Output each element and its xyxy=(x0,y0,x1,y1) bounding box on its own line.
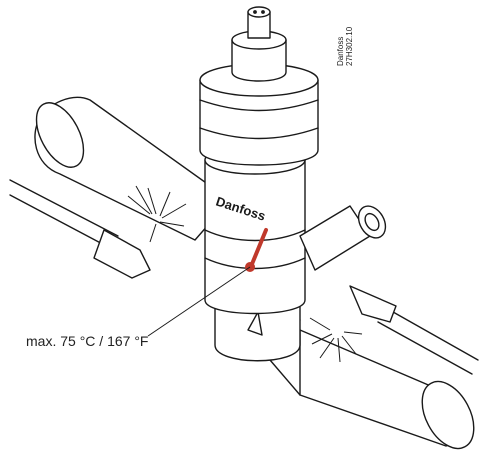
brazing-torch-right xyxy=(349,285,479,375)
flame-rays-left xyxy=(127,185,187,243)
top-connector xyxy=(231,6,287,82)
brazing-torch-left xyxy=(9,179,151,279)
manufacturer-code: Danfoss xyxy=(336,36,345,66)
temperature-leader-line xyxy=(147,266,251,337)
drawing-reference-label: Danfoss 27H302.10 xyxy=(336,0,354,66)
valve-main-body xyxy=(204,145,306,315)
side-port xyxy=(299,205,387,271)
flame-rays-right xyxy=(309,317,363,363)
drawing-code: 27H302.10 xyxy=(345,26,354,66)
inlet-pipe-left xyxy=(34,96,231,241)
outlet-pipe-right xyxy=(269,319,475,450)
temperature-limit-label: max. 75 °C / 167 °F xyxy=(26,333,149,349)
